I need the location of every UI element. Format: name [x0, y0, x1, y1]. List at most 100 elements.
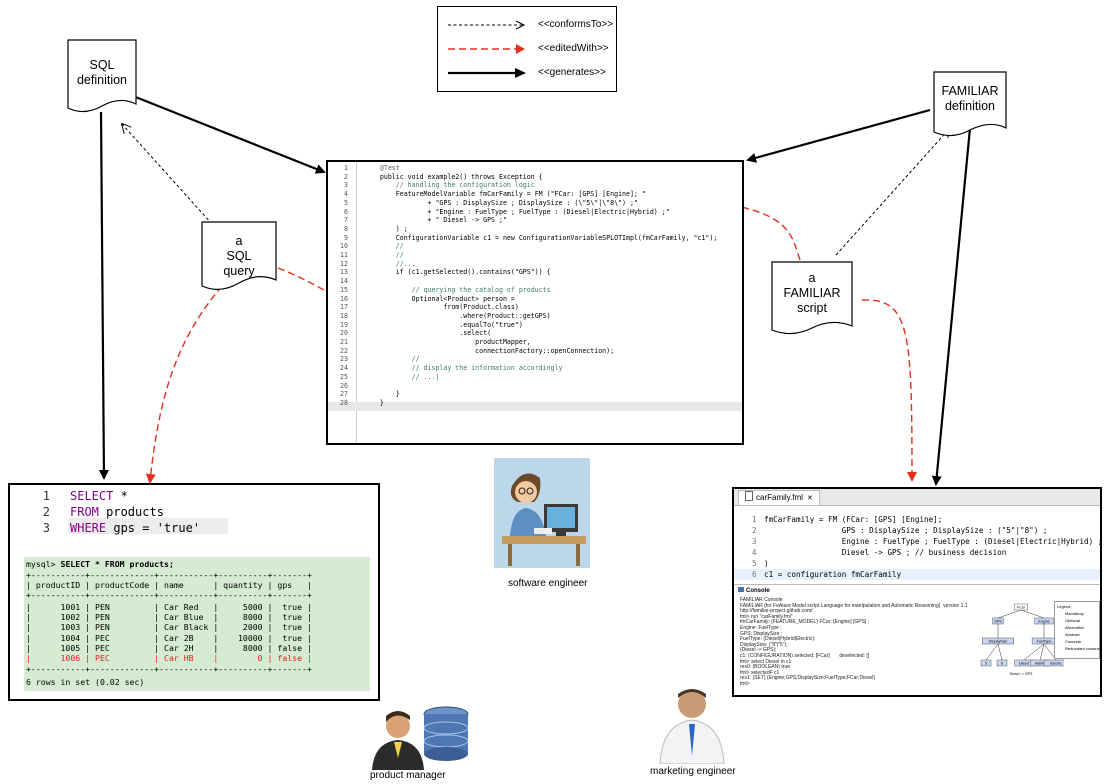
code-line-text: productMapper, — [364, 338, 531, 346]
fm-node-box — [981, 637, 1015, 645]
code-line-text: + "GPS : DisplaySize ; DisplaySize : (\"… — [364, 198, 638, 207]
code-line-text: ) ; — [364, 224, 408, 233]
console-line: DisplaySize: ("8"|"5"); — [740, 641, 788, 648]
console-line: c1: (CONFIGURATION) selected: [FCar] des… — [740, 653, 870, 659]
code-line: 12 //... — [328, 260, 742, 269]
console-line: (Diesel -> GPS); — [740, 647, 777, 654]
code-line-text: // — [364, 242, 404, 251]
code-line-number: 20 — [340, 329, 348, 338]
sql-definition-label: SQL definition — [68, 58, 136, 88]
familiar-script-line3: script — [797, 301, 827, 315]
mysql-sep-3: +-----------+-------------+-----------+-… — [26, 664, 312, 674]
mysql-table-row: | 1005 | PEC | Car 2H | 8000 | false | — [26, 642, 312, 653]
mysql-footer: 6 rows in set (0.02 sec) — [26, 677, 145, 687]
console-line: fml> run "carFamily.fml" — [740, 613, 793, 620]
mysql-table-row: | 1003 | PEN | Car Black | 2000 | true | — [26, 622, 312, 633]
fm-constraint-label: Diesel -> GPS — [1010, 672, 1033, 676]
familiar-script-line1: a — [808, 271, 816, 285]
code-line-text: + " Diesel -> GPS ;" — [364, 216, 507, 225]
product-manager-illustration — [372, 706, 469, 770]
sql-query-line2: SQL — [226, 249, 252, 263]
sql-query-line1: a — [235, 234, 243, 248]
code-line: 21 productMapper, — [328, 338, 742, 347]
code-line: 15 // querying the catalog of products — [328, 286, 742, 295]
code-line-number: 16 — [340, 294, 348, 303]
fml-line-number: 2 — [752, 526, 757, 535]
code-line-text: // — [364, 251, 404, 259]
code-line-number: 2 — [344, 172, 348, 181]
fm-legend-item: Mandatory — [1065, 611, 1084, 616]
console-line: fmCarFamily: (FEATURE_MODEL) FCar: [Engi… — [740, 619, 870, 626]
code-line: 3 // handling the configuration logic — [328, 181, 742, 190]
mysql-prompt: mysql> — [26, 559, 61, 569]
sql-query-label: a SQL query — [202, 234, 276, 279]
code-line: 2 public void example2() throws Exceptio… — [328, 173, 742, 182]
fm-node-label: GPS — [994, 620, 1002, 624]
code-line-number: 13 — [340, 268, 348, 277]
code-line: 7 + " Diesel -> GPS ;" — [328, 216, 742, 225]
console-tab-label: Console — [746, 588, 770, 594]
code-line: 20 .select( — [328, 329, 742, 338]
close-icon[interactable]: ✕ — [806, 495, 813, 502]
fml-code-line: 4 Diesel -> GPS ; // business decision — [752, 547, 1006, 558]
mysql-table-row: | 1004 | PEC | Car 2B | 10000 | true | — [26, 632, 312, 643]
familiar-definition-label: FAMILIAR definition — [934, 84, 1006, 114]
fml-line-text: c1 = configuration fmCarFamily — [764, 570, 902, 579]
console-line: Engine: FuelType ; — [740, 625, 782, 631]
sql-keyword: WHERE — [70, 521, 107, 535]
fml-line-number: 6 — [752, 570, 757, 579]
code-line: 14 — [328, 277, 742, 286]
mysql-command: SELECT * FROM products; — [60, 559, 174, 569]
code-line-number: 1 — [344, 164, 348, 172]
file-icon — [745, 491, 753, 501]
sql-keyword: SELECT — [70, 489, 114, 503]
code-line: 27 } — [328, 390, 742, 399]
code-line: 1 @Test — [328, 164, 742, 173]
edited-arrow-sql-query-to-sql — [145, 285, 223, 484]
fm-node-label: FCar — [1017, 606, 1026, 610]
fm-node-box — [1034, 617, 1054, 625]
legend-lines — [448, 20, 526, 78]
fm-legend-item: Optional — [1065, 618, 1080, 623]
code-line-number: 6 — [344, 207, 348, 216]
console-tab[interactable]: Console — [738, 587, 770, 594]
sql-line-number: 1 — [42, 489, 50, 503]
console-line: FAMILIAR Console — [740, 597, 783, 603]
mysql-table-row: | 1002 | PEN | Car Blue | 8000 | true | — [26, 612, 312, 623]
fm-node-label: Diesel — [1019, 662, 1029, 666]
code-line: 24 // display the information accordingl… — [328, 364, 742, 373]
code-line: 4 FeatureModelVariable fmCarFamily = FM … — [328, 190, 742, 199]
sql-line-rest: gps = 'true' — [106, 521, 201, 535]
sql-query-line3: query — [223, 264, 255, 278]
conforms-arrow-sql-query-to-def — [122, 124, 213, 225]
conforms-arrow-familiar-script-to-def — [835, 128, 950, 256]
code-line-text: // querying the catalog of products — [364, 285, 551, 294]
code-gutter — [328, 162, 357, 443]
code-line-number: 11 — [340, 251, 348, 259]
sql-definition-line2: definition — [76, 73, 128, 87]
fm-node-box — [980, 659, 992, 667]
fml-code-line: 5) — [752, 558, 769, 569]
fml-code-line: 3 Engine : FuelType ; FuelType : (Diesel… — [752, 536, 1100, 547]
fm-edge — [1020, 609, 1045, 619]
fml-tab[interactable]: carFamily.fml✕ — [738, 490, 820, 505]
fml-line-text: GPS : DisplaySize ; DisplaySize : ("5"|"… — [764, 526, 1048, 535]
fm-node-box — [1043, 659, 1064, 667]
sql-line-rest: * — [113, 489, 128, 503]
code-line-number: 27 — [340, 390, 348, 399]
code-line-text: Optional<Product> person = — [364, 294, 515, 303]
code-line-text: FeatureModelVariable fmCarFamily = FM ("… — [364, 190, 646, 199]
fm-legend-item: Concrete — [1065, 639, 1082, 644]
code-line-text: //... — [364, 259, 416, 268]
legend: <<conformsTo>> <<editedWith>> <<generate… — [437, 6, 617, 92]
marketing-engineer-caption: marketing engineer — [650, 766, 736, 777]
fm-edge — [997, 609, 1022, 619]
fml-line-number: 3 — [752, 537, 757, 546]
code-line-number: 7 — [344, 216, 348, 225]
mysql-sep-2: +-----------+-------------+-----------+-… — [26, 590, 312, 600]
code-line: 8 ) ; — [328, 225, 742, 234]
generates-arrow-sql-def-to-sql — [98, 111, 109, 480]
